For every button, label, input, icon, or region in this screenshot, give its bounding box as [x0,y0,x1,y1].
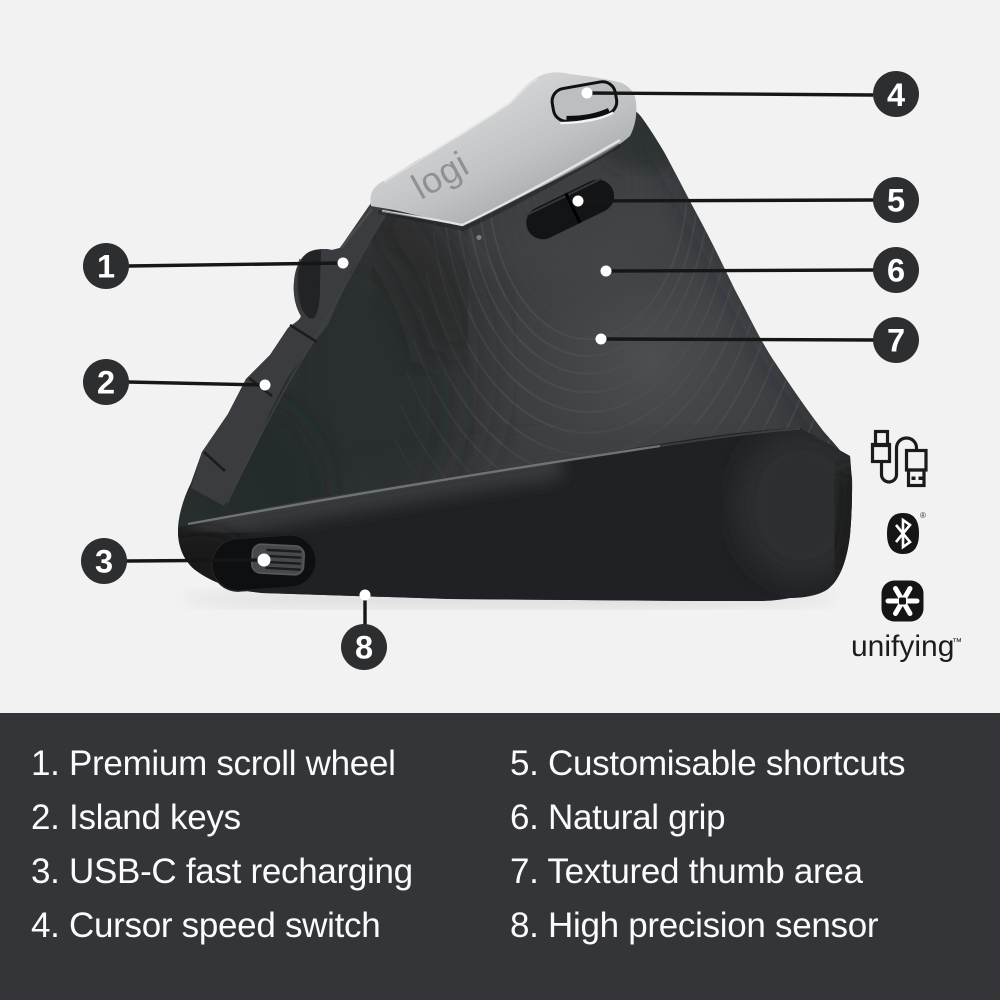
svg-text:7. Textured thumb area: 7. Textured thumb area [510,852,864,891]
svg-text:5. Customisable shortcuts: 5. Customisable shortcuts [510,744,905,783]
svg-text:1: 1 [97,249,115,285]
svg-text:8. High precision sensor: 8. High precision sensor [510,906,879,945]
svg-text:6: 6 [887,253,905,289]
svg-text:7: 7 [887,323,905,359]
svg-text:unifying: unifying [851,630,954,663]
svg-text:4: 4 [887,77,905,113]
svg-text:4. Cursor speed switch: 4. Cursor speed switch [31,906,380,945]
svg-text:5: 5 [887,183,905,219]
svg-text:1. Premium scroll wheel: 1. Premium scroll wheel [31,744,396,783]
svg-text:6. Natural grip: 6. Natural grip [510,798,725,837]
svg-text:8: 8 [355,630,373,666]
svg-text:3: 3 [95,544,113,580]
svg-text:®: ® [920,511,926,520]
svg-text:2. Island keys: 2. Island keys [31,798,241,837]
svg-text:3. USB-C fast recharging: 3. USB-C fast recharging [31,852,413,891]
svg-text:2: 2 [97,365,115,401]
svg-text:™: ™ [952,637,962,648]
